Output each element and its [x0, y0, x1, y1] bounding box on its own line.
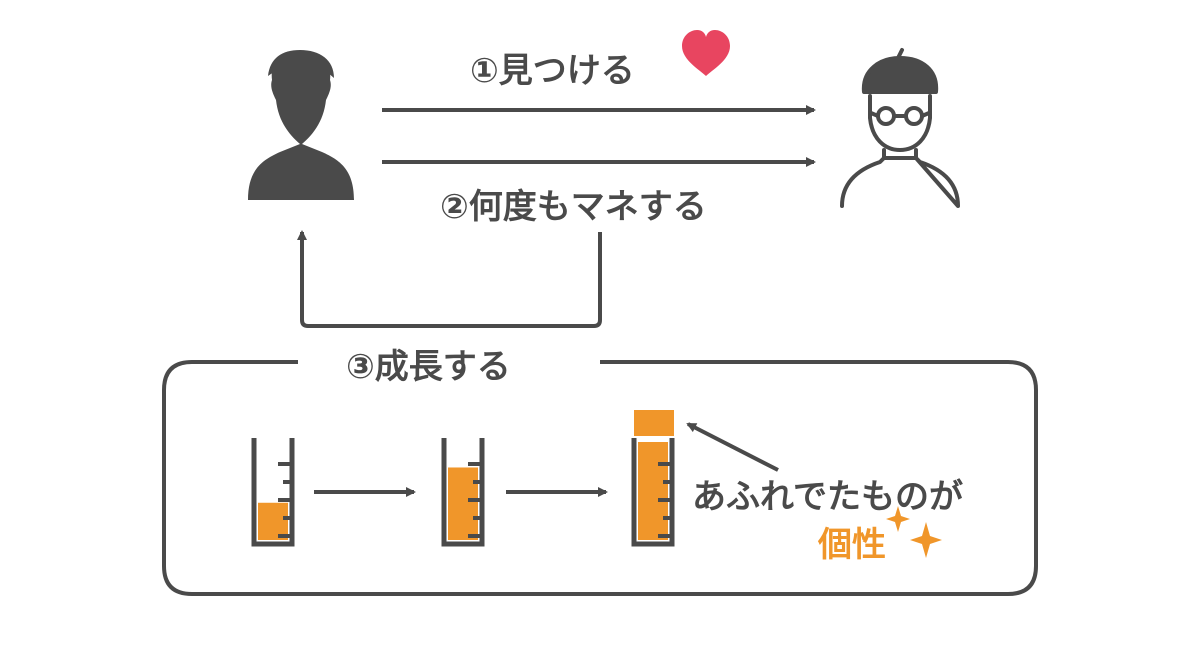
cylinder-outline — [631, 438, 675, 547]
sparkle-icon — [910, 522, 942, 558]
growth-sequence — [251, 410, 675, 547]
arrow-to-overflow — [686, 422, 779, 472]
graduated-cylinder-icon — [631, 410, 675, 547]
overflow-caption: あふれでたものが — [692, 477, 963, 517]
cylinder-fill — [448, 467, 478, 540]
cylinder-outline — [251, 438, 295, 547]
graduated-cylinder-icon — [441, 438, 485, 547]
cylinder-outline — [441, 438, 485, 547]
person-with-beret-and-glasses-icon — [840, 48, 960, 208]
cylinder-fill — [638, 442, 668, 540]
sparkle-icon — [886, 506, 910, 532]
step1-label: ①見つける — [470, 51, 635, 91]
person-silhouette-icon — [248, 50, 354, 200]
step3-label: ③成長する — [346, 347, 511, 387]
step2-label: ②何度もマネする — [440, 187, 707, 227]
graduated-cylinder-icon — [251, 438, 295, 547]
individuality-label: 個性 — [817, 525, 886, 565]
cylinder-fill — [258, 502, 288, 540]
overflow-fill — [634, 410, 674, 436]
arrow-feedback-loop — [297, 230, 602, 328]
growth-box — [162, 360, 1038, 596]
heart-icon — [682, 30, 730, 76]
